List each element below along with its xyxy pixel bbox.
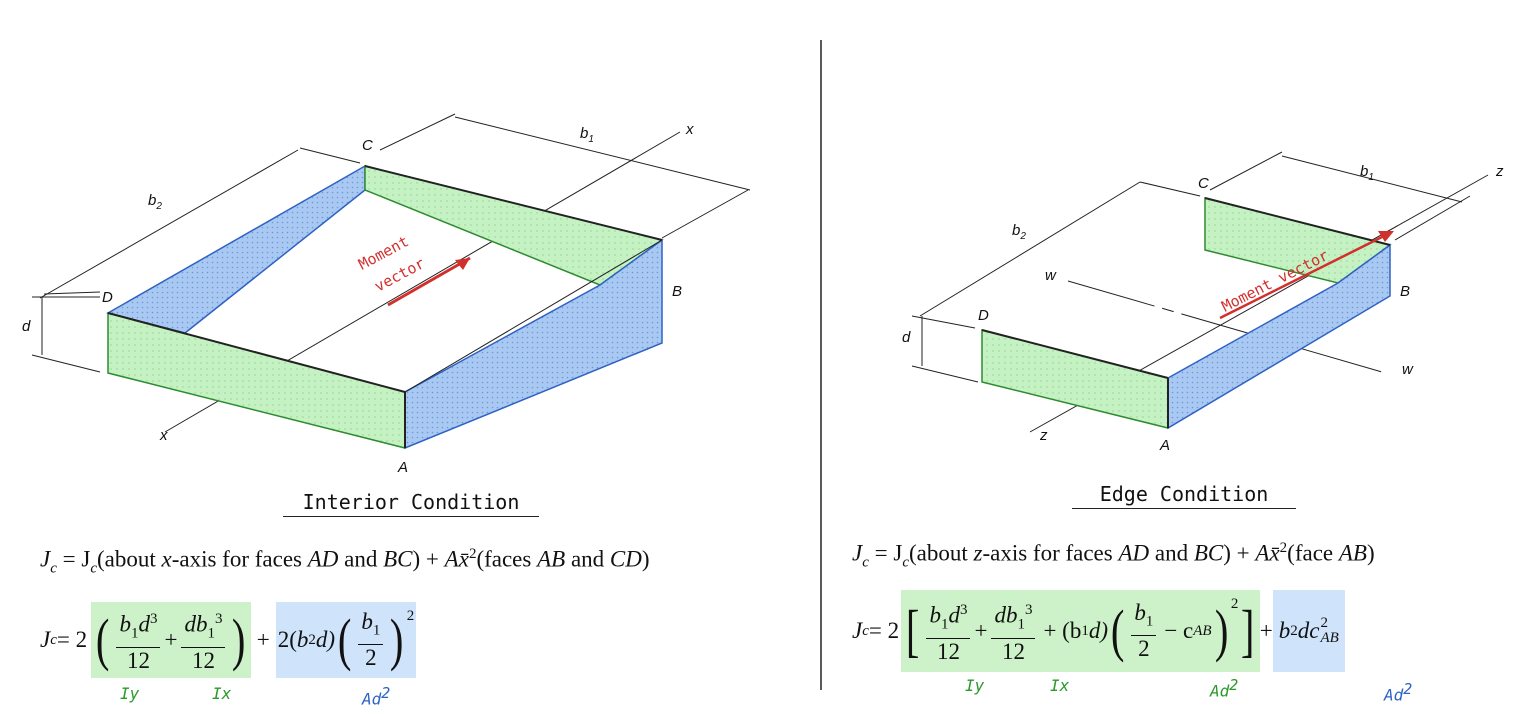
w-axis-line (1067, 280, 1383, 373)
label-c-edge: C (1198, 175, 1209, 192)
annot-iy-right: Iy (965, 676, 985, 695)
annot-ix-right: Ix (1050, 676, 1070, 695)
moment-vector-arrow-edge (1219, 230, 1393, 320)
label-b-edge: B (1400, 283, 1410, 300)
moment-vector-arrow (387, 256, 471, 307)
label-d: D (102, 289, 113, 306)
label-b: B (672, 283, 682, 300)
edge-condition-caption: Edge Condition (1072, 482, 1296, 509)
label-w-right: w (1402, 361, 1414, 378)
label-d-dim-edge: d (902, 329, 911, 346)
label-d-dim: d (22, 318, 31, 335)
label-w-left: w (1045, 267, 1057, 284)
label-b2-edge: b2 (1012, 222, 1026, 242)
b2-dimension (39, 149, 299, 299)
label-x-top: x (685, 121, 694, 138)
face-ab-blue (404, 238, 663, 450)
right-equation-1: Jc = Jc(about z-axis for faces AD and BC… (852, 540, 1375, 571)
label-b1: b1 (580, 125, 594, 145)
label-z-bottom: z (1039, 427, 1048, 444)
annot-iy-left: Iy (120, 684, 140, 703)
label-a-edge: A (1159, 437, 1170, 454)
label-a: A (397, 459, 408, 476)
b2-dimension-edge (919, 181, 1141, 317)
left-equation-1: Jc = Jc(about x-axis for faces AD and BC… (40, 546, 650, 577)
label-c: C (362, 137, 373, 154)
label-b1-edge: b1 (1360, 163, 1374, 183)
annot-ix-left: Ix (212, 684, 232, 703)
annot-ad2-mid-right: Ad2 (1210, 676, 1239, 701)
label-d-edge: D (978, 307, 989, 324)
interior-condition-caption: Interior Condition (283, 490, 539, 517)
annot-ad2-right: Ad2 (1384, 680, 1413, 705)
label-z-top: z (1495, 163, 1504, 180)
annot-ad2-left: Ad2 (362, 684, 391, 709)
label-x-bottom: x (159, 427, 168, 444)
face-ad-green-edge (981, 329, 1169, 429)
b1-dimension-edge (1281, 155, 1463, 203)
face-cd-blue (106, 164, 366, 334)
label-b2: b2 (148, 192, 162, 212)
b1-dimension (454, 116, 751, 191)
